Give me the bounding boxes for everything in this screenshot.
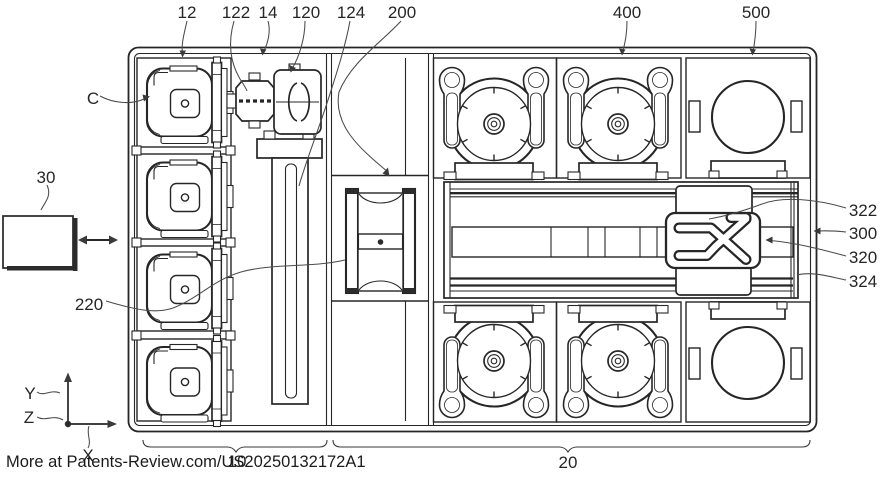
ref-label-120: 120 bbox=[292, 3, 320, 22]
drive-axis-assembly bbox=[226, 63, 323, 405]
motor-unit-4 bbox=[145, 334, 235, 428]
ref-label-122: 122 bbox=[222, 3, 250, 22]
axis-label-z: Z bbox=[24, 408, 34, 427]
z-rail bbox=[271, 157, 309, 405]
coordinate-axes-icon bbox=[36, 372, 117, 449]
section-braces bbox=[142, 439, 811, 454]
ref-label-200: 200 bbox=[388, 3, 416, 22]
ref-label-220: 220 bbox=[75, 295, 103, 314]
gripper-fork-icon bbox=[673, 212, 752, 265]
ref-label-20: 20 bbox=[559, 453, 578, 472]
external-module-box bbox=[2, 215, 118, 271]
double-arrow-icon bbox=[78, 235, 118, 245]
pump-top-right bbox=[564, 68, 673, 180]
ref-label-12: 12 bbox=[178, 3, 197, 22]
machine-frame bbox=[127, 46, 818, 433]
ref-label-10: 10 bbox=[228, 452, 247, 471]
pump-top-left bbox=[440, 68, 549, 180]
motor-unit-1 bbox=[145, 55, 235, 150]
reference-labels: 12 122 14 120 124 200 400 500 C 30 220 3… bbox=[24, 3, 877, 472]
pump-bottom-left bbox=[440, 306, 549, 418]
ref-label-320: 320 bbox=[849, 248, 877, 267]
ref-label-322: 322 bbox=[849, 201, 877, 220]
leader-lines bbox=[40, 20, 847, 312]
ref-label-324: 324 bbox=[849, 272, 877, 291]
ref-label-500: 500 bbox=[742, 3, 770, 22]
tube-holder bbox=[344, 187, 417, 295]
motor-unit-3 bbox=[145, 241, 235, 336]
pump-bottom-right bbox=[564, 306, 673, 418]
ref-label-124: 124 bbox=[337, 3, 365, 22]
station-bottom bbox=[687, 300, 804, 401]
ref-label-300: 300 bbox=[849, 224, 877, 243]
brace-right bbox=[332, 439, 811, 454]
watermark-text: More at Patents-Review.com/US20250132172… bbox=[6, 453, 366, 471]
brace-left bbox=[142, 439, 328, 454]
axis-label-x: X bbox=[82, 446, 93, 465]
motor-unit-2 bbox=[145, 149, 235, 244]
axis-label-y: Y bbox=[24, 384, 35, 403]
ref-label-30: 30 bbox=[37, 168, 56, 187]
station-top bbox=[687, 79, 804, 180]
gripper-head bbox=[664, 185, 762, 296]
ref-label-14: 14 bbox=[259, 3, 278, 22]
ref-label-400: 400 bbox=[613, 3, 641, 22]
gripper-bottom-bracket bbox=[675, 265, 752, 296]
ref-label-C: C bbox=[87, 89, 99, 108]
